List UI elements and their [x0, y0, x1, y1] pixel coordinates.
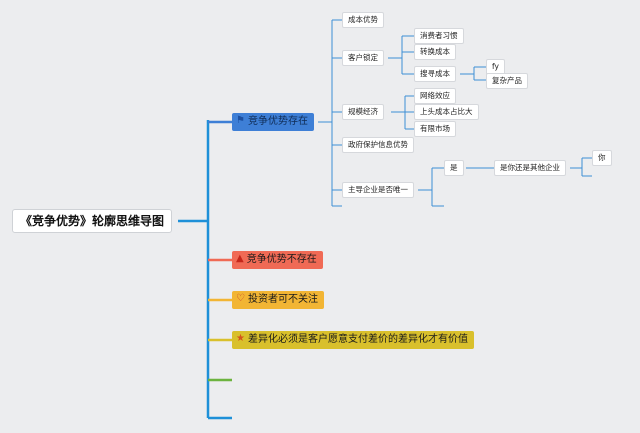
node-network-effect[interactable]: 网络效应: [414, 88, 456, 104]
root-title[interactable]: 《竞争优势》轮廓思维导图: [12, 209, 173, 233]
node-you-or-other[interactable]: 是你还是其他企业: [494, 160, 566, 176]
node-switch-cost[interactable]: 转换成本: [414, 44, 456, 60]
node-scale-economy-label: 规模经济: [348, 107, 378, 116]
node-scale-economy[interactable]: 规模经济: [342, 104, 384, 120]
star-icon: ★: [236, 333, 245, 344]
branch-exists-label: 竞争优势存在: [247, 116, 308, 127]
node-fy-label: fy: [492, 62, 499, 71]
lock-children-trunk: [388, 35, 414, 75]
node-you-or-other-label: 是你还是其他企业: [500, 163, 560, 172]
node-you-label: 你: [598, 153, 606, 162]
node-customer-lock[interactable]: 客户锁定: [342, 50, 384, 66]
branch-differentiation[interactable]: ★差异化必须是客户愿意支付差价的差异化才有价值: [232, 331, 474, 349]
node-cost-advantage-label: 成本优势: [348, 15, 378, 24]
branch-ignore-label: 投资者可不关注: [247, 294, 318, 305]
node-switch-cost-label: 转换成本: [420, 47, 450, 56]
root-trunk: [178, 120, 210, 418]
other-children-trunk: [570, 157, 592, 177]
node-search-cost-label: 搜寻成本: [420, 69, 450, 78]
node-dominant-unique[interactable]: 主导企业是否唯一: [342, 182, 414, 198]
node-customer-lock-label: 客户锁定: [348, 53, 378, 62]
node-fixed-cost-label: 上头成本占比大: [420, 107, 473, 116]
flag-icon: ⚑: [236, 115, 245, 126]
root-title-text: 《竞争优势》轮廓思维导图: [20, 214, 165, 228]
branch-not-exists[interactable]: ▲竞争优势不存在: [232, 251, 323, 269]
node-limited-market-label: 有限市场: [420, 124, 450, 133]
scale-children-trunk: [391, 95, 414, 130]
node-gov-protection-label: 政府保护信息优势: [348, 140, 408, 149]
node-you[interactable]: 你: [592, 150, 612, 166]
node-gov-protection[interactable]: 政府保护信息优势: [342, 137, 414, 153]
node-limited-market[interactable]: 有限市场: [414, 121, 456, 137]
node-complex-product[interactable]: 复杂产品: [486, 73, 528, 89]
node-network-effect-label: 网络效应: [420, 91, 450, 100]
node-fixed-cost[interactable]: 上头成本占比大: [414, 104, 479, 120]
node-search-cost[interactable]: 搜寻成本: [414, 66, 456, 82]
node-complex-product-label: 复杂产品: [492, 76, 522, 85]
node-yes-label: 是: [450, 163, 458, 172]
branch-ignore[interactable]: ♡投资者可不关注: [232, 291, 324, 309]
exists-children-trunk: [318, 20, 333, 206]
search-children-trunk: [460, 66, 486, 81]
node-dominant-unique-label: 主导企业是否唯一: [348, 185, 408, 194]
branch-exists[interactable]: ⚑竞争优势存在: [232, 113, 314, 131]
node-cost-advantage[interactable]: 成本优势: [342, 12, 384, 28]
node-yes[interactable]: 是: [444, 160, 464, 176]
node-consumer-habit-label: 消费者习惯: [420, 31, 458, 40]
branch-differentiation-label: 差异化必须是客户愿意支付差价的差异化才有价值: [247, 334, 468, 345]
branch-not-exists-label: 竞争优势不存在: [246, 254, 317, 265]
fire-icon: ▲: [236, 253, 244, 264]
node-consumer-habit[interactable]: 消费者习惯: [414, 28, 464, 44]
dominant-children-trunk: [418, 167, 444, 207]
heart-icon: ♡: [236, 293, 245, 304]
